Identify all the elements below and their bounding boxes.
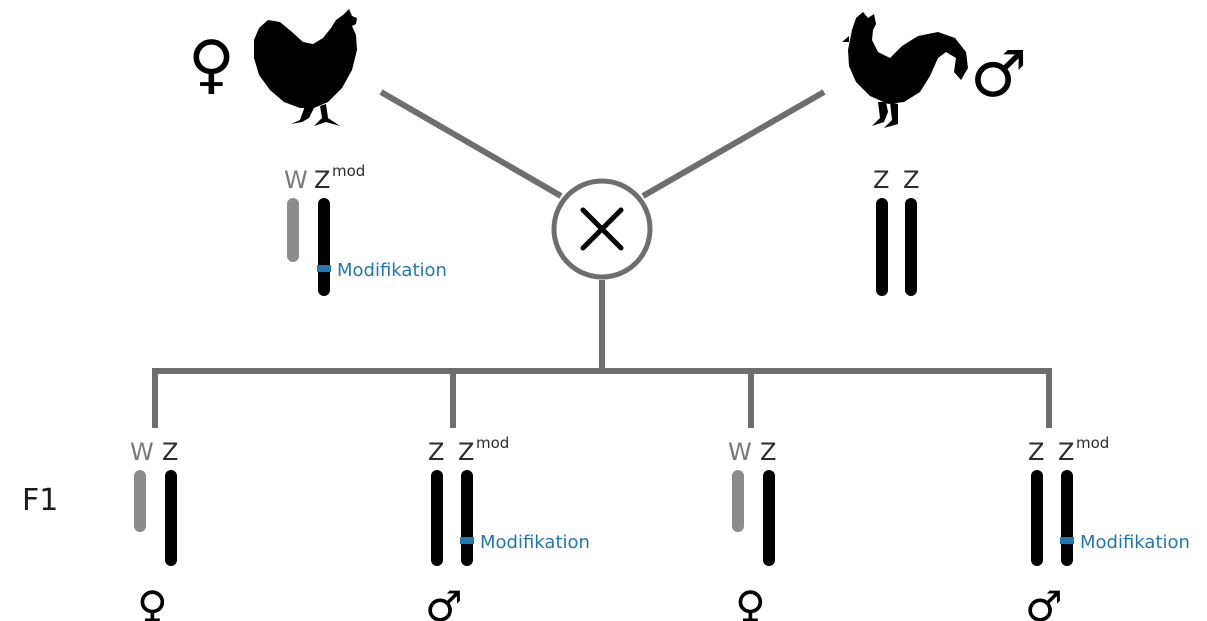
offspring-2-z-chromosome-1 bbox=[431, 470, 443, 566]
hen-silhouette-icon bbox=[254, 9, 357, 126]
mother-chromosome-label-w: W bbox=[284, 166, 308, 194]
offspring-2-z-chromosome-2 bbox=[461, 470, 473, 566]
father-connector-line bbox=[641, 89, 826, 199]
father-z-chromosome-1 bbox=[876, 198, 888, 296]
offspring-3-w-chromosome bbox=[732, 470, 744, 532]
offspring-4-modification-mark bbox=[1060, 537, 1074, 544]
mother-chromosome-label-z: Z bbox=[314, 166, 330, 194]
offspring-4-mod-superscript: mod bbox=[1076, 434, 1109, 452]
rooster-silhouette-icon bbox=[842, 12, 968, 128]
connector-lines bbox=[152, 89, 1052, 428]
mother-mod-superscript: mod bbox=[332, 162, 365, 180]
mother-modification-mark bbox=[317, 265, 331, 272]
cross-symbol bbox=[551, 178, 653, 280]
mother-chromosomes: W Z mod Modifikation bbox=[284, 162, 447, 296]
cross-stroke-2 bbox=[580, 207, 624, 251]
offspring-3-sex-symbol: ♀ bbox=[735, 582, 766, 621]
offspring-4: Z Z mod Modifikation ♂ bbox=[1025, 434, 1190, 621]
offspring-4-z-chromosome-2 bbox=[1061, 470, 1073, 566]
mother-sex-symbol: ♀ bbox=[188, 28, 235, 102]
offspring-1-label-w: W bbox=[130, 438, 154, 466]
offspring-3: W Z ♀ bbox=[728, 438, 776, 621]
mother-modification-label: Modifikation bbox=[337, 260, 447, 281]
offspring-3-label-z: Z bbox=[760, 438, 776, 466]
mother-w-chromosome bbox=[287, 198, 299, 262]
offspring-1-z-chromosome bbox=[165, 470, 177, 566]
offspring-4-label-z: Z bbox=[1028, 438, 1044, 466]
father-z-chromosome-2 bbox=[905, 198, 917, 296]
offspring-1: W Z ♀ bbox=[130, 438, 178, 621]
offspring-2: Z Z mod Modifikation ♂ bbox=[425, 434, 590, 621]
offspring-4-sex-symbol: ♂ bbox=[1025, 582, 1063, 621]
offspring-3-z-chromosome bbox=[763, 470, 775, 566]
father-chromosome-label-1: Z bbox=[873, 166, 889, 194]
offspring-4-z-chromosome-1 bbox=[1031, 470, 1043, 566]
offspring-2-modification-label: Modifikation bbox=[480, 532, 590, 553]
offspring-1-label-z: Z bbox=[162, 438, 178, 466]
father-chromosomes: Z Z bbox=[873, 166, 919, 296]
offspring-3-label-w: W bbox=[728, 438, 752, 466]
father-chromosome-label-2: Z bbox=[903, 166, 919, 194]
father-sex-symbol: ♂ bbox=[970, 38, 1027, 112]
offspring-2-mod-superscript: mod bbox=[476, 434, 509, 452]
mother-connector-line bbox=[379, 89, 563, 199]
mother-z-chromosome bbox=[318, 198, 330, 296]
offspring-4-label-zmod: Z bbox=[1058, 438, 1074, 466]
offspring-4-modification-label: Modifikation bbox=[1080, 532, 1190, 553]
offspring-1-sex-symbol: ♀ bbox=[137, 582, 168, 621]
offspring-2-modification-mark bbox=[460, 537, 474, 544]
offspring-1-w-chromosome bbox=[134, 470, 146, 532]
offspring-2-sex-symbol: ♂ bbox=[425, 582, 463, 621]
offspring-2-label-z: Z bbox=[428, 438, 444, 466]
offspring-2-label-zmod: Z bbox=[458, 438, 474, 466]
generation-label: F1 bbox=[22, 483, 58, 518]
